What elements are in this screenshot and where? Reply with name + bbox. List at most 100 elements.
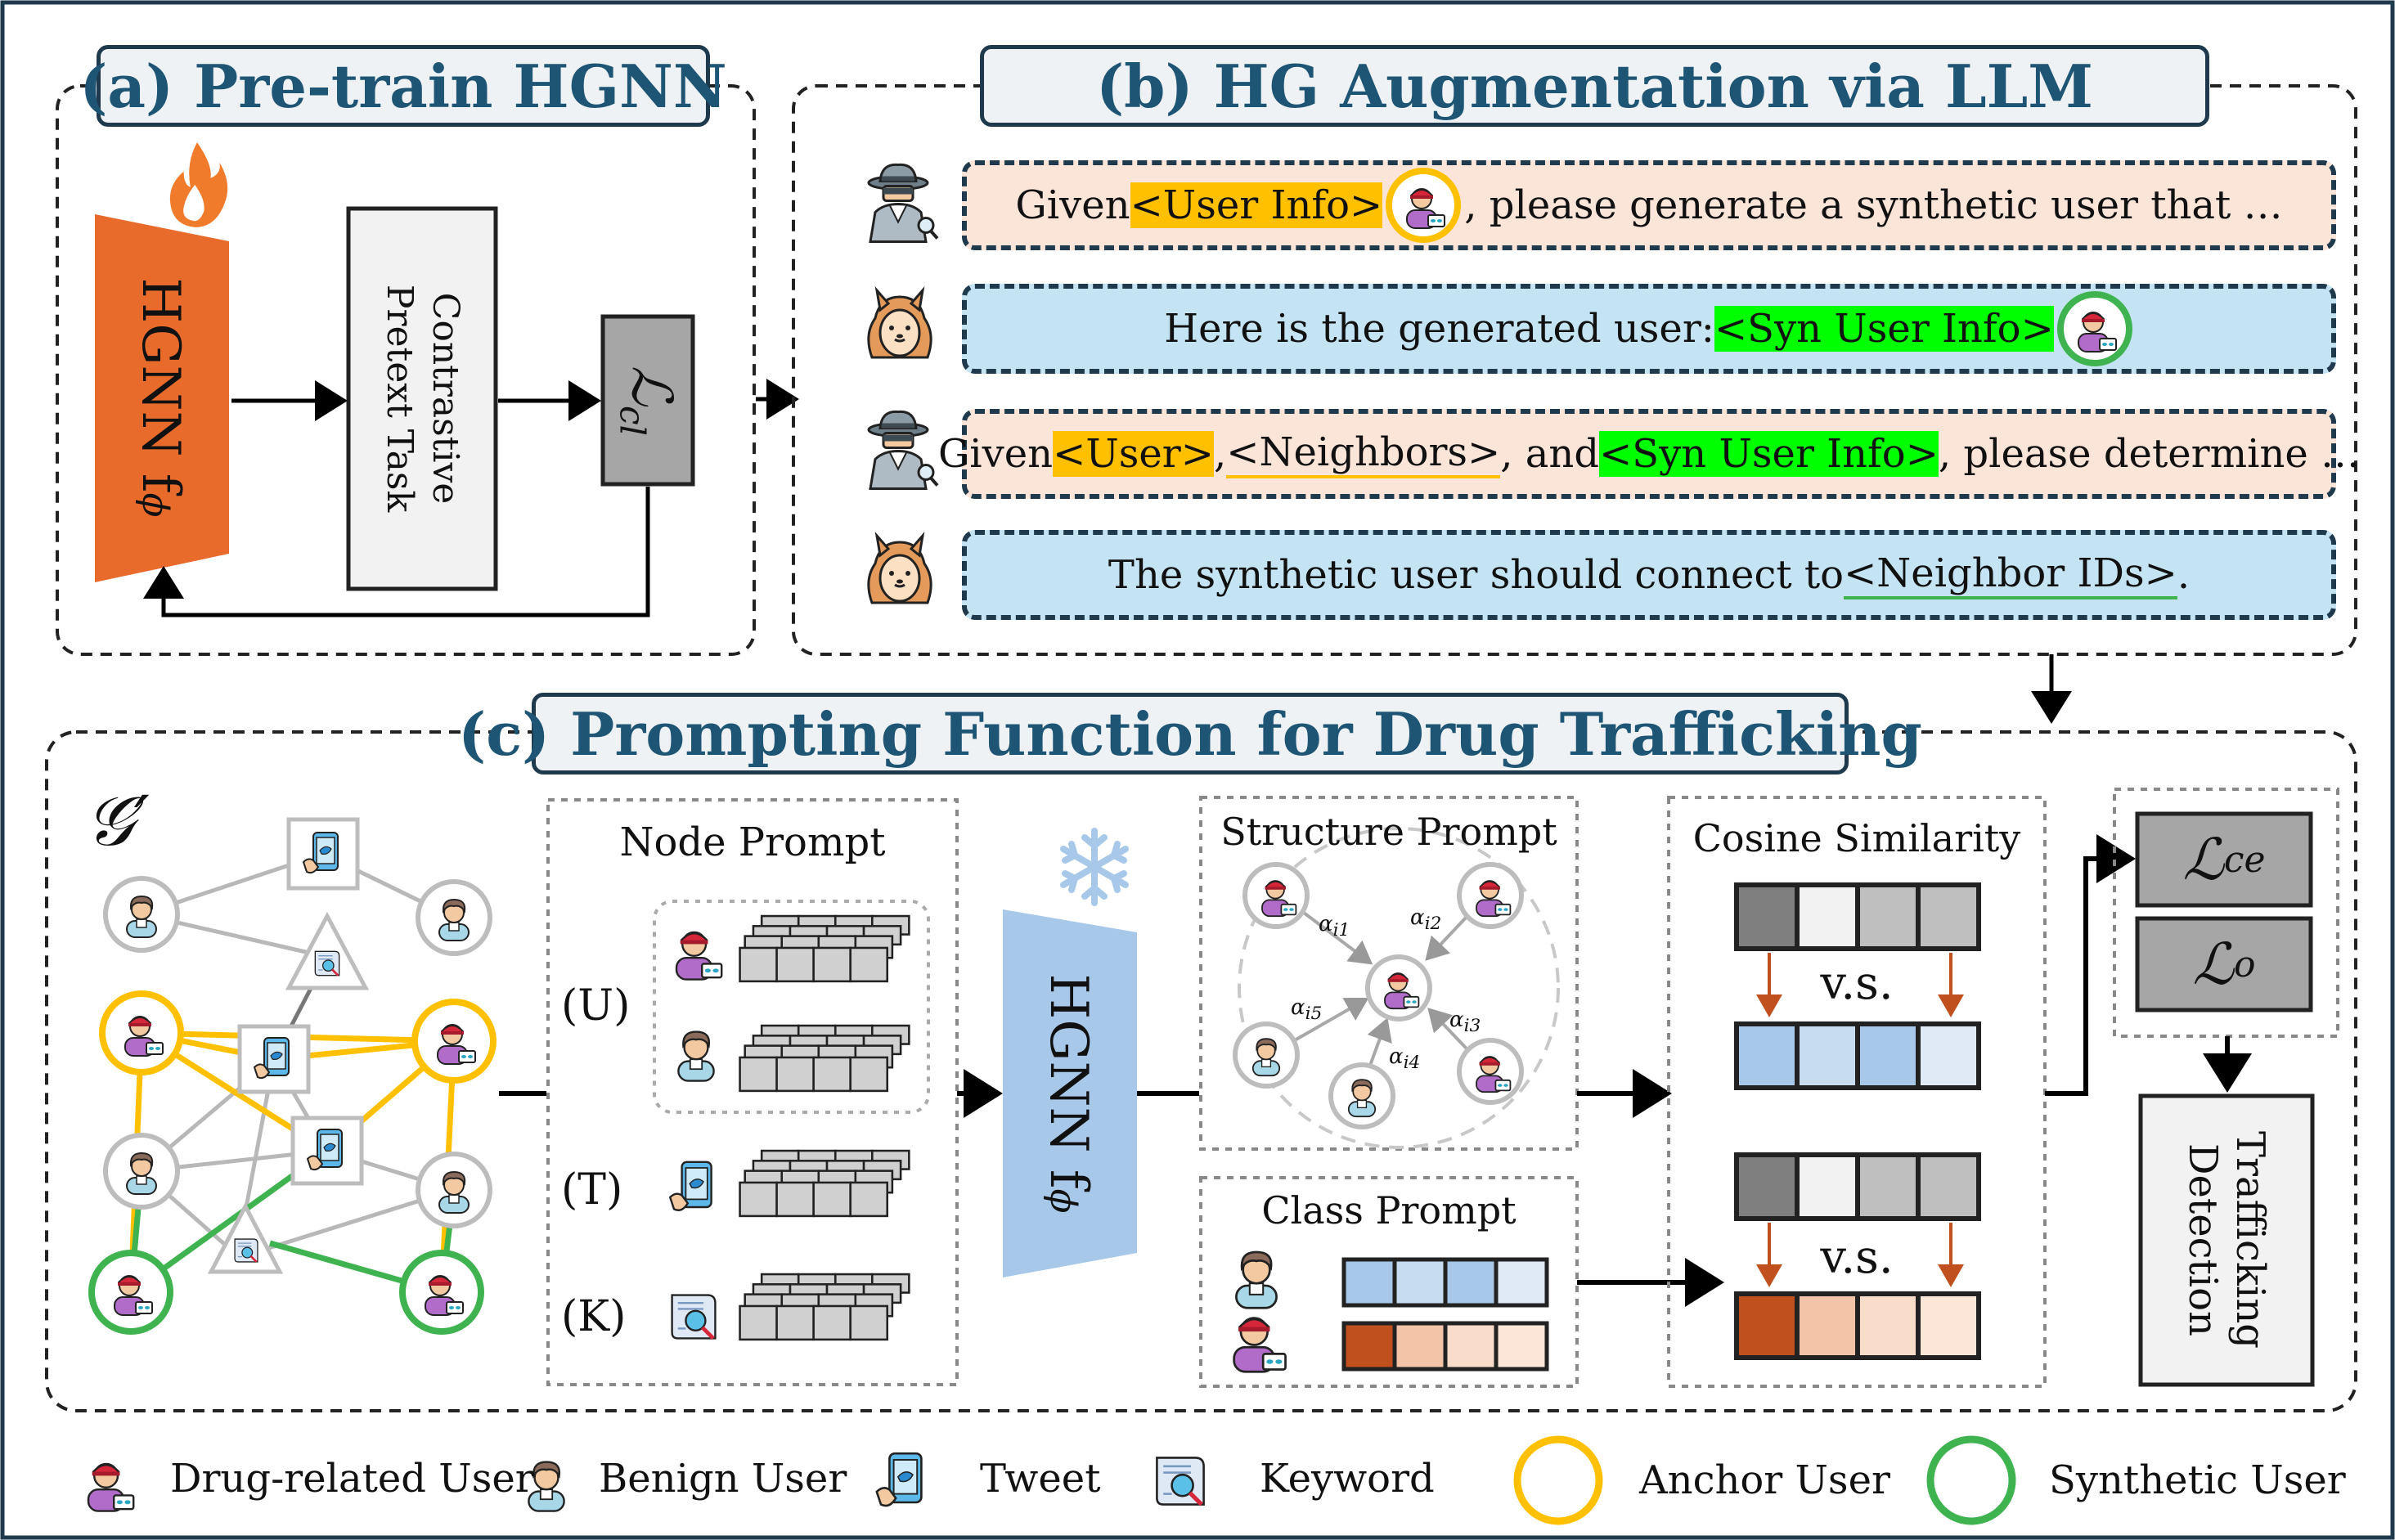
panel-b [792, 84, 2357, 656]
snowflake-icon [1063, 831, 1126, 903]
drug-user-icon [87, 1462, 135, 1512]
panel-c [45, 730, 2357, 1412]
class-prompt-title: Class Prompt [1201, 1188, 1577, 1232]
legend-benign-user: Benign User [599, 1456, 847, 1502]
hgnn-sub-text: ϕ [134, 492, 176, 518]
structure-prompt-box [1199, 796, 1579, 1151]
alpha-sub: i1 [1332, 920, 1350, 941]
synthetic-drug-user-icon [2056, 291, 2132, 366]
msg3-mid1: , [1213, 431, 1227, 477]
synthetic-user-circle-icon [1926, 1435, 2016, 1525]
msg4-post: . [2177, 552, 2191, 598]
detective-icon [869, 411, 937, 488]
msg3-mid2: , and [1500, 431, 1600, 477]
pretext-task-box [346, 206, 498, 591]
node-row-t: (T) [561, 1165, 623, 1214]
alpha-symbol: α [1291, 995, 1305, 1020]
alpha-sub: i4 [1403, 1053, 1421, 1074]
detective-icon [869, 164, 937, 241]
detection-line2: Detection [2180, 1143, 2226, 1336]
vs-text: v.s. [1820, 957, 1894, 1010]
panel-a-title-text: (a) Pre-train HGNN [79, 51, 727, 121]
legend-synthetic-user-text: Synthetic User [2049, 1457, 2346, 1503]
msg1-highlight: <User Info> [1130, 182, 1383, 228]
msg4-neighbor-ids: <Neighbor IDs> [1844, 550, 2177, 599]
graph-node-benign [416, 879, 492, 956]
alpha-label: αi4 [1389, 1044, 1420, 1073]
node-row-label-tweet: (T) [561, 1165, 622, 1214]
class-prompt-box [1199, 1176, 1579, 1388]
node-prompt-title: Node Prompt [548, 819, 957, 865]
legend-tweet: Tweet [980, 1456, 1101, 1502]
chat-message-llm-2: The synthetic user should connect to <Ne… [962, 530, 2336, 620]
node-row-k: (K) [561, 1292, 627, 1341]
alpha-sub: i3 [1463, 1016, 1481, 1037]
hgnn-label-text: HGNN f [130, 277, 191, 493]
drug-user-icon [1233, 1317, 1287, 1373]
structure-prompt-title-text: Structure Prompt [1220, 810, 1557, 854]
contrastive-loss-box [600, 314, 695, 487]
vs-label: v.s. [1669, 1231, 2045, 1284]
panel-b-title: (b) HG Augmentation via LLM [980, 45, 2209, 127]
msg3-highlight-user: <User> [1053, 431, 1214, 477]
legend-synthetic-user: Synthetic User [2049, 1457, 2346, 1503]
legend-keyword: Keyword [1260, 1456, 1435, 1502]
msg3-highlight-syn: <Syn User Info> [1599, 431, 1939, 477]
hgnn-pretrain-block [95, 214, 229, 582]
legend-keyword-text: Keyword [1260, 1456, 1435, 1502]
legend-anchor-user: Anchor User [1639, 1457, 1890, 1503]
alpha-label: αi2 [1410, 905, 1441, 934]
alpha-symbol: α [1389, 1044, 1404, 1069]
keyword-icon [1157, 1457, 1203, 1504]
msg1-post: , please generate a synthetic user that … [1464, 182, 2283, 228]
feature-stack [739, 1273, 910, 1341]
drug-user-icon [675, 931, 723, 981]
graph-node-synthetic-drug [399, 1250, 484, 1335]
tweet-icon [669, 1161, 712, 1211]
hgnn-frozen-sub: ϕ [1042, 1188, 1084, 1214]
legend-drug-user: Drug-related User [170, 1456, 534, 1502]
graph-node-tweet [290, 1116, 364, 1186]
alpha-label: αi3 [1449, 1008, 1481, 1036]
trafficking-detection-box [2138, 1093, 2315, 1387]
structure-node [1242, 862, 1310, 929]
feature-stack [739, 1149, 910, 1218]
loss-o-sub: o [2233, 943, 2256, 986]
benign-user-icon [1235, 1250, 1278, 1309]
structure-prompt-title: Structure Prompt [1201, 810, 1577, 854]
alpha-label: αi1 [1319, 912, 1350, 941]
msg3-neighbors: <Neighbors> [1226, 429, 1501, 478]
loss-cl-symbol: ℒ [618, 366, 684, 406]
graph-node-tweet [286, 817, 360, 891]
graph-label: 𝒢′ [85, 781, 150, 862]
graph-node-anchor-drug [411, 999, 497, 1084]
alpha-sub: i2 [1424, 914, 1442, 935]
llama-icon [867, 289, 932, 359]
panel-a-title: (a) Pre-train HGNN [79, 45, 727, 127]
legend-drug-user-text: Drug-related User [170, 1456, 534, 1502]
detection-line1: Trafficking [2227, 1131, 2273, 1349]
legend-benign-user-text: Benign User [599, 1456, 847, 1502]
msg4-pre: The synthetic user should connect to [1108, 552, 1845, 598]
feature-stack [739, 914, 910, 983]
graph-node-keyword [285, 911, 370, 990]
chat-message-llm-1: Here is the generated user: <Syn User In… [962, 284, 2336, 374]
graph-node-anchor-drug [99, 990, 184, 1075]
fire-icon [169, 142, 228, 227]
structure-node [1457, 862, 1524, 929]
chat-message-user-2: Given <User>, <Neighbors>, and <Syn User… [938, 409, 2360, 499]
keyword-icon [672, 1295, 716, 1339]
structure-node [1457, 1038, 1524, 1105]
graph-node-benign [416, 1152, 492, 1228]
alpha-symbol: α [1319, 912, 1333, 936]
alpha-symbol: α [1449, 1008, 1464, 1032]
msg3-post: , please determine … [1938, 431, 2361, 477]
node-row-label-keyword: (K) [561, 1292, 626, 1341]
legend-tweet-text: Tweet [980, 1456, 1101, 1502]
alpha-symbol: α [1410, 905, 1425, 930]
graph-node-tweet [237, 1024, 311, 1094]
node-row-u: (U) [561, 981, 631, 1030]
cosine-similarity-title: Cosine Similarity [1669, 816, 2045, 860]
cross-entropy-loss-box [2135, 811, 2313, 908]
